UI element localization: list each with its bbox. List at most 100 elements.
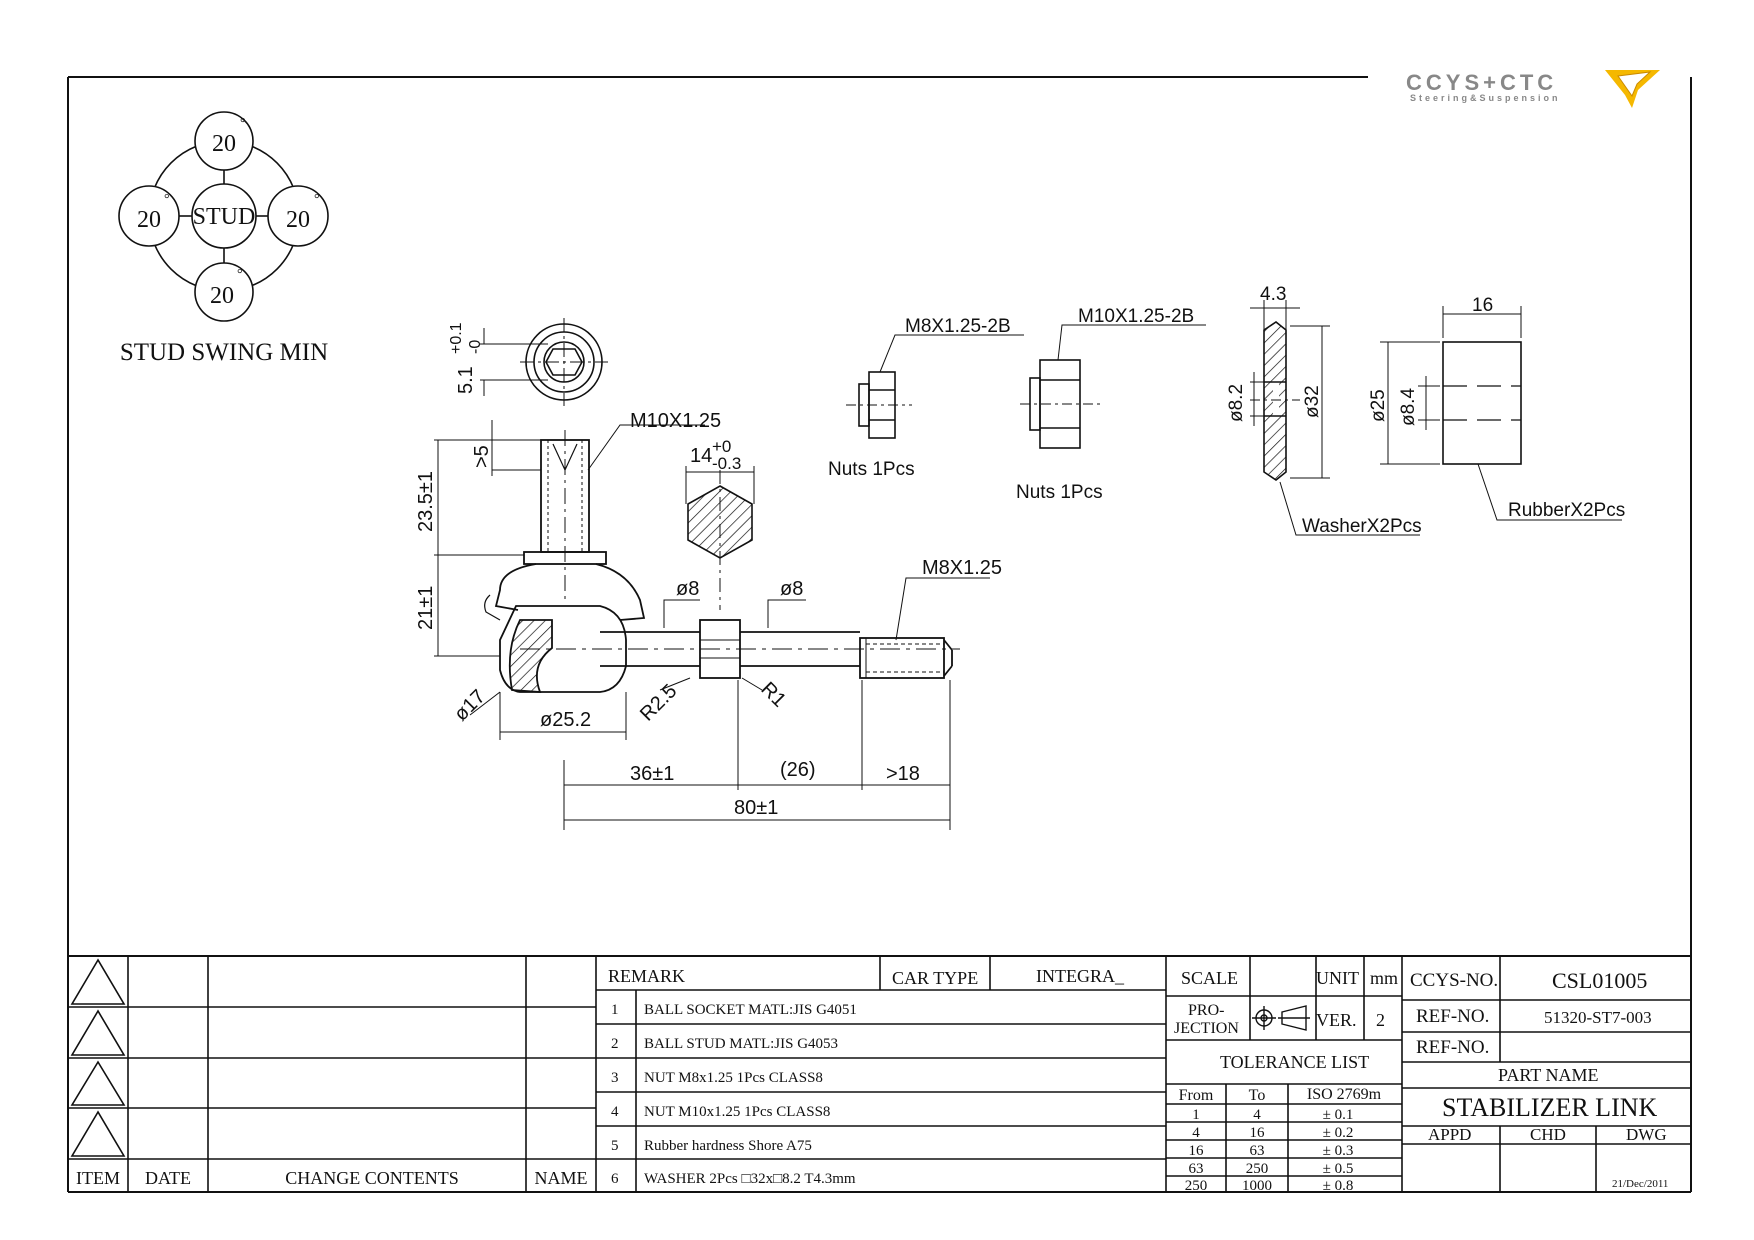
projection-symbol-icon [1252, 1005, 1310, 1031]
svg-text:± 0.8: ± 0.8 [1323, 1178, 1354, 1194]
dim-r1: R1 [756, 678, 790, 712]
remark-text-1: BALL SOCKET MATL:JIS G4051 [644, 1002, 857, 1018]
ccys-no-label: CCYS-NO. [1410, 970, 1498, 991]
hex-section [685, 466, 755, 610]
dim-gt5: >5 [471, 445, 493, 468]
company-logo: CCYS+CTC Steering&Suspension [1406, 70, 1660, 108]
remark-no-3: 3 [611, 1070, 619, 1086]
dim-hex-14: 14 [690, 445, 712, 467]
swing-angle-left: 20 [137, 207, 161, 233]
ccys-no-value: CSL01005 [1552, 968, 1647, 993]
svg-text:From: From [1179, 1087, 1214, 1104]
remark-text-2: BALL STUD MATL:JIS G4053 [644, 1036, 838, 1052]
stud-label: STUD [193, 204, 256, 230]
dim-80: 80±1 [734, 797, 778, 819]
chd-label: CHD [1530, 1125, 1566, 1144]
svg-text:ISO 2769m: ISO 2769m [1307, 1086, 1382, 1103]
swing-angle-right: 20 [286, 207, 310, 233]
dim-26: (26) [780, 759, 816, 781]
washer [1250, 300, 1420, 536]
svg-text:63: 63 [1250, 1143, 1265, 1159]
revision-table [68, 956, 597, 1192]
part-name-label: PART NAME [1498, 1065, 1598, 1085]
logo-brand: CCYS+CTC [1406, 70, 1557, 95]
svg-text:1: 1 [1192, 1107, 1200, 1123]
rev-header-date: DATE [145, 1168, 191, 1188]
car-type-value: INTEGRA_ [1036, 966, 1125, 986]
svg-text:-0: -0 [467, 340, 484, 354]
remark-no-6: 6 [611, 1171, 619, 1187]
rev-header-change: CHANGE CONTENTS [285, 1168, 459, 1188]
dim-m8-thread: M8X1.25 [922, 557, 1002, 579]
svg-text:To: To [1249, 1087, 1266, 1104]
stabilizer-link-side-view [484, 430, 960, 693]
dim-dia25-2: ø25.2 [540, 709, 591, 731]
washer-thickness: 4.3 [1260, 284, 1286, 305]
dim-36: 36±1 [630, 763, 674, 785]
svg-text:250: 250 [1246, 1161, 1269, 1177]
rev-header-item: ITEM [76, 1168, 120, 1188]
logo-tagline: Steering&Suspension [1410, 93, 1561, 103]
remark-header: REMARK [608, 966, 685, 986]
dim-18: >18 [886, 763, 920, 785]
remark-no-2: 2 [611, 1036, 619, 1052]
remark-text-5: Rubber hardness Shore A75 [644, 1138, 812, 1154]
dim-5-1: 5.1 [455, 366, 477, 394]
nut-m10-spec: M10X1.25-2B [1078, 306, 1194, 327]
remark-no-4: 4 [611, 1104, 619, 1120]
remarks-table [596, 956, 1167, 1192]
rubber-od: ø25 [1368, 389, 1389, 422]
dimension-lines [434, 420, 990, 830]
rubber-length: 16 [1472, 295, 1493, 316]
svg-text:°: ° [237, 267, 243, 282]
remark-no-1: 1 [611, 1002, 619, 1018]
dwg-label: DWG [1626, 1125, 1667, 1144]
rubber [1380, 306, 1622, 521]
rubber-label: RubberX2Pcs [1508, 500, 1625, 521]
svg-text:1000: 1000 [1242, 1178, 1272, 1194]
svg-text:°: ° [240, 116, 246, 131]
nut-m10 [1020, 324, 1206, 449]
scale-label: SCALE [1181, 968, 1238, 988]
svg-text:PRO-: PRO- [1188, 1002, 1224, 1019]
remark-text-6: WASHER 2Pcs □32x□8.2 T4.3mm [644, 1171, 856, 1187]
car-type-label: CAR TYPE [892, 968, 978, 988]
washer-id: ø8.2 [1226, 384, 1247, 422]
svg-text:°: ° [164, 192, 170, 207]
svg-text:16: 16 [1189, 1143, 1205, 1159]
svg-text:+0: +0 [712, 437, 731, 456]
stud-swing-label: STUD SWING MIN [120, 339, 328, 366]
washer-od: ø32 [1302, 385, 1323, 418]
tolerance-title: TOLERANCE LIST [1220, 1052, 1369, 1072]
rev-header-name: NAME [535, 1168, 588, 1188]
washer-label: WasherX2Pcs [1302, 516, 1422, 537]
nut-m10-label: Nuts 1Pcs [1016, 482, 1103, 503]
remark-text-3: NUT M8x1.25 1Pcs CLASS8 [644, 1070, 823, 1086]
dim-dia17: ø17 [450, 686, 490, 726]
ver-value: 2 [1376, 1010, 1385, 1030]
svg-text:63: 63 [1189, 1161, 1204, 1177]
remark-text-4: NUT M10x1.25 1Pcs CLASS8 [644, 1104, 830, 1120]
unit-label: UNIT [1316, 968, 1359, 988]
svg-text:± 0.1: ± 0.1 [1323, 1107, 1354, 1123]
svg-text:± 0.5: ± 0.5 [1323, 1161, 1354, 1177]
scale-block [1166, 956, 1402, 1192]
rubber-id: ø8.4 [1398, 388, 1419, 426]
nut-m8-spec: M8X1.25-2B [905, 316, 1011, 337]
svg-text:4: 4 [1253, 1107, 1261, 1123]
dim-m10-thread: M10X1.25 [630, 410, 721, 432]
dim-23-5: 23.5±1 [415, 471, 437, 532]
svg-text:250: 250 [1185, 1178, 1208, 1194]
svg-text:+0.1: +0.1 [448, 322, 465, 354]
ref-no-value: 51320-ST7-003 [1544, 1008, 1652, 1027]
part-name-value: STABILIZER LINK [1442, 1093, 1657, 1122]
ref-no-label-2: REF-NO. [1416, 1037, 1489, 1058]
nut-m8 [846, 334, 1024, 439]
svg-text:°: ° [314, 192, 320, 207]
ver-label: VER. [1316, 1010, 1357, 1030]
dim-dia8-b: ø8 [780, 578, 803, 600]
svg-text:± 0.2: ± 0.2 [1323, 1125, 1354, 1141]
remark-no-5: 5 [611, 1138, 619, 1154]
stud-swing-diagram [118, 111, 329, 322]
swing-angle-bottom: 20 [210, 283, 234, 309]
